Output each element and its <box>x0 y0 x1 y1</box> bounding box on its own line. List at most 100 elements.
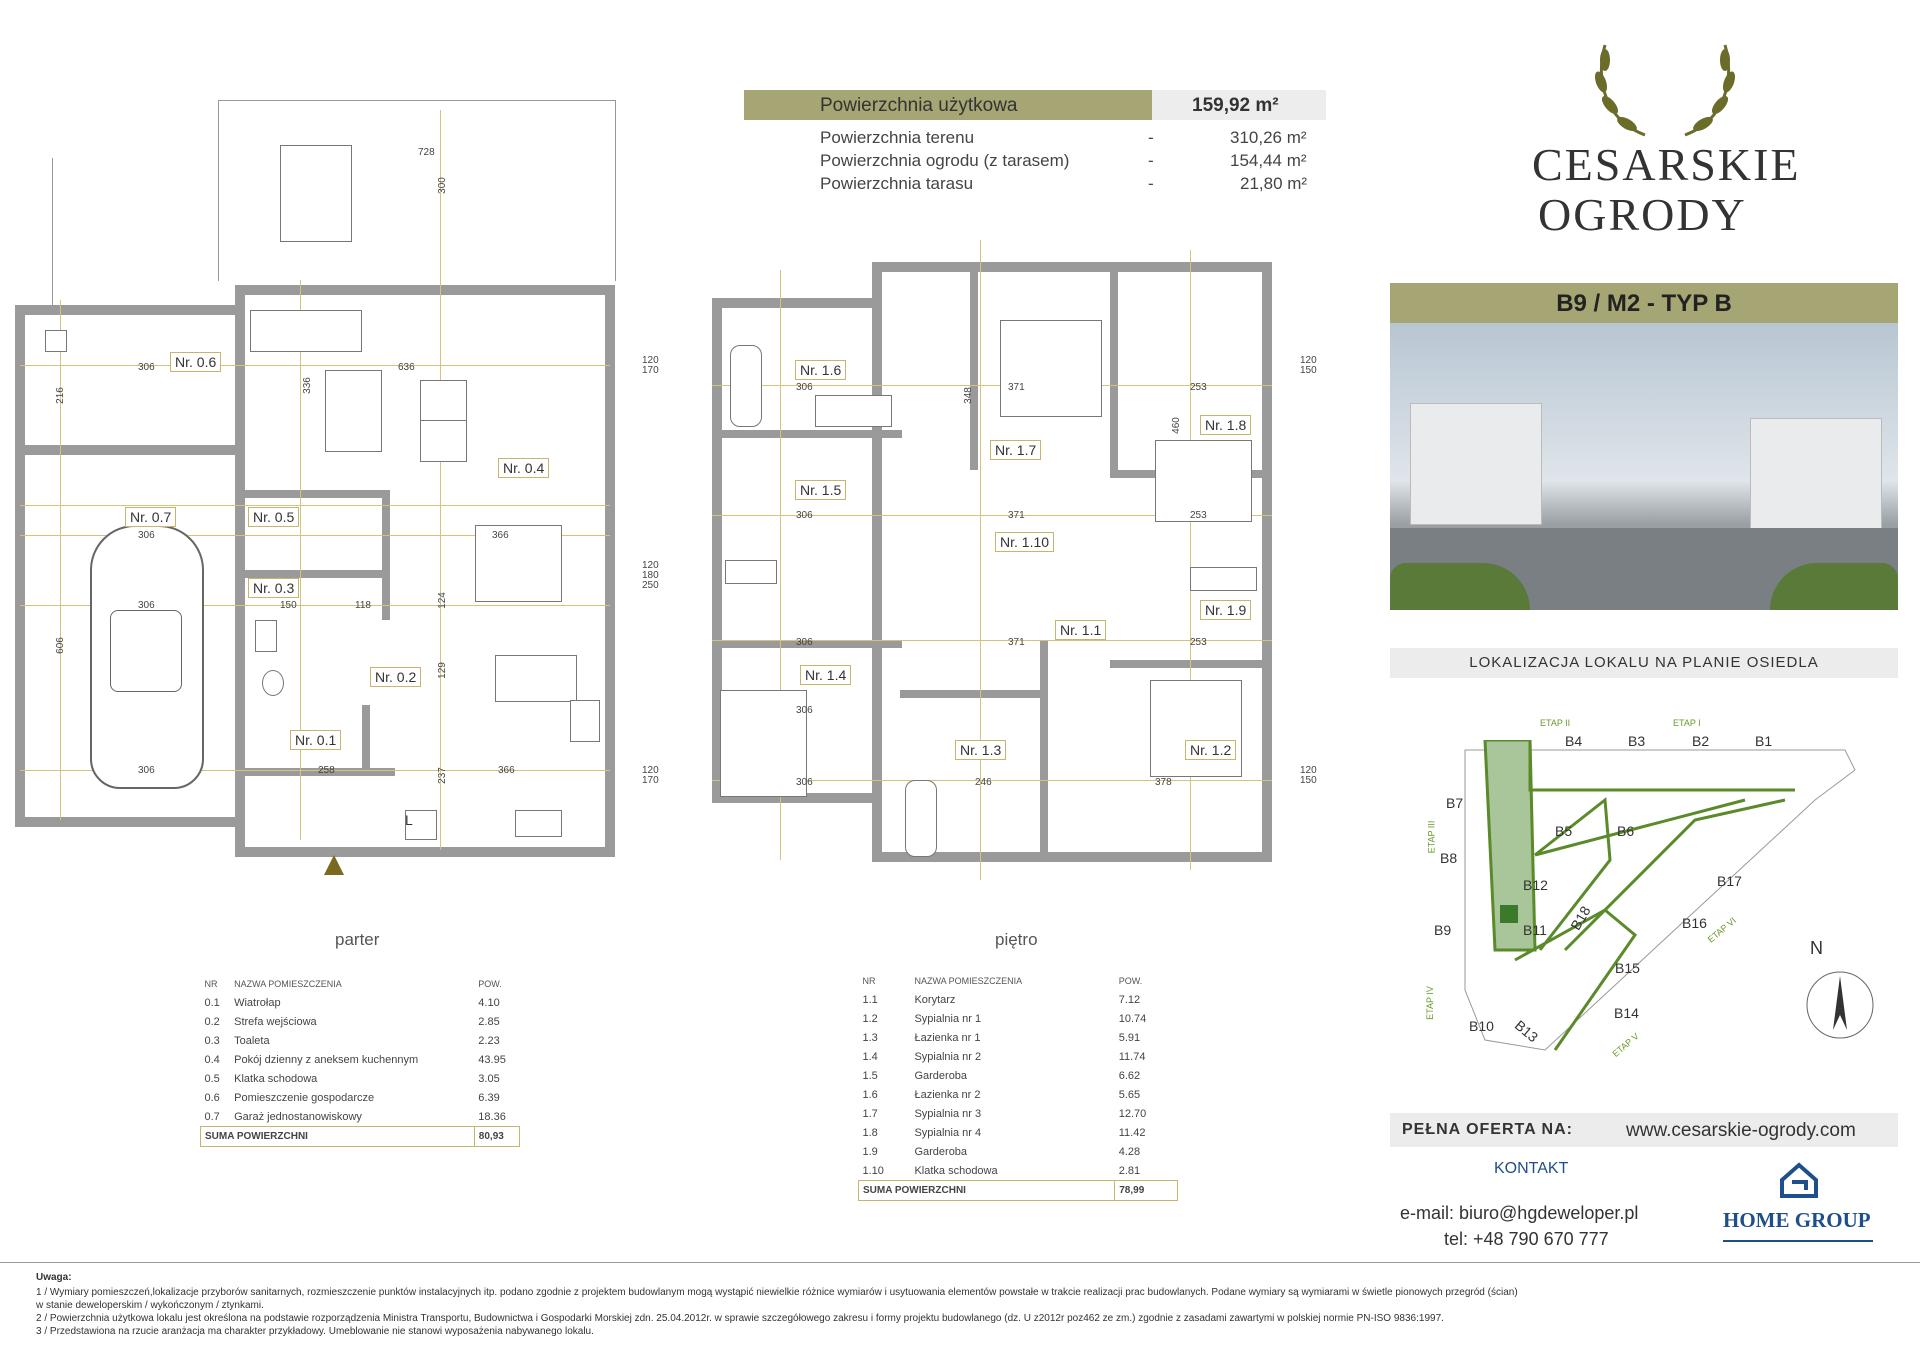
unit-title: B9 / M2 - TYP B <box>1556 290 1732 317</box>
dimension-label: 129 <box>436 662 448 679</box>
kitchen-island <box>495 655 577 702</box>
house-walls-right <box>872 262 1272 862</box>
dimension-label: 246 <box>975 777 992 788</box>
dimension-label: 253 <box>1190 382 1207 393</box>
sink <box>515 810 562 837</box>
wall-divider <box>362 705 370 775</box>
room-label: Nr. 1.3 <box>955 740 1007 760</box>
room-label: Nr. 0.3 <box>248 578 300 598</box>
notes-title: Uwaga: <box>36 1272 72 1283</box>
utility-fixture <box>45 330 67 352</box>
website-link[interactable]: www.cesarskie-ogrody.com <box>1626 1120 1856 1141</box>
dimension-label: 118 <box>355 600 371 611</box>
car-roof <box>110 610 182 692</box>
room-label: Nr. 1.8 <box>1200 415 1252 435</box>
area-row-label: Powierzchnia ogrodu (z tarasem) <box>820 151 1070 170</box>
dining-table <box>475 525 562 602</box>
wall-divider <box>235 490 390 498</box>
sofa <box>250 310 362 352</box>
wall-divider <box>1040 640 1048 855</box>
room-label: Nr. 0.4 <box>498 458 550 478</box>
note-line: 1 / Wymiary pomieszczeń,lokalizacje przy… <box>36 1287 1518 1298</box>
dimension-label: 250 <box>642 580 659 591</box>
utility-box <box>405 810 437 840</box>
dimension-label: 336 <box>301 377 313 394</box>
wall-divider <box>382 490 390 620</box>
armchair <box>420 420 467 462</box>
phone-link[interactable]: tel: +48 790 670 777 <box>1444 1229 1609 1249</box>
room-label: Nr. 1.6 <box>795 360 847 380</box>
dimension-label: 237 <box>436 767 448 784</box>
room-label: Nr. 0.7 <box>125 507 177 527</box>
dimension-label: 306 <box>138 600 155 611</box>
double-sink <box>815 395 892 427</box>
area-summary-header: Powierzchnia użytkowa 159,92 m² <box>744 90 1326 120</box>
greenery-render <box>1770 563 1898 610</box>
logo-line1: CESARSKIE <box>1532 139 1801 190</box>
compass-icon <box>1806 971 1874 1039</box>
toilet <box>262 670 284 696</box>
building-label: B4 <box>1565 733 1583 749</box>
building-label: B12 <box>1523 877 1548 893</box>
dimension-label: 216 <box>54 387 66 404</box>
bed <box>1155 440 1252 522</box>
building-label: B11 <box>1523 922 1547 938</box>
room-label: Nr. 1.4 <box>800 665 852 685</box>
dimension-label: 170 <box>642 365 659 376</box>
etap-label: ETAP IV <box>1424 986 1435 1020</box>
room-label: Nr. 1.9 <box>1200 600 1252 620</box>
dimension-label: 366 <box>498 765 515 776</box>
house-render <box>1410 403 1542 525</box>
company-name: HOME GROUP <box>1723 1208 1871 1232</box>
wall-divider <box>1110 660 1265 668</box>
entrance-arrow-icon <box>324 855 344 875</box>
home-group-logo-icon <box>1780 1162 1818 1198</box>
dimension-label: 371 <box>1008 382 1025 393</box>
room-label: Nr. 0.5 <box>248 507 300 527</box>
car-icon <box>90 525 204 789</box>
wall-divider <box>235 570 390 578</box>
dimension-label: 606 <box>54 637 66 654</box>
bathtub <box>730 345 762 427</box>
house-render <box>1750 418 1882 530</box>
room-label: Nr. 0.6 <box>170 352 222 372</box>
room-label: Nr. 1.5 <box>795 480 847 500</box>
contact-label: KONTAKT <box>1494 1160 1569 1177</box>
wall-divider <box>235 768 395 776</box>
armchair <box>325 370 382 452</box>
dimension-label: 170 <box>642 775 659 786</box>
room-label: Nr. 0.2 <box>370 667 422 687</box>
room-label: Nr. 1.7 <box>990 440 1042 460</box>
unit-title-bar: B9 / M2 - TYP B <box>1390 283 1898 323</box>
wardrobe <box>725 560 777 584</box>
email-link[interactable]: e-mail: biuro@hgdeweloper.pl <box>1400 1203 1639 1223</box>
area-row-label: Powierzchnia terenu <box>820 128 975 147</box>
building-label: B15 <box>1615 960 1640 976</box>
wash-basin <box>255 620 277 652</box>
dimension-label: 120 <box>1300 765 1317 776</box>
dimension-label: 306 <box>796 777 813 788</box>
etap-label: ETAP II <box>1540 718 1571 728</box>
area-row-label: Powierzchnia tarasu <box>820 174 974 193</box>
area-row-dash: - <box>1148 151 1154 170</box>
area-row-dash: - <box>1148 174 1154 193</box>
location-title-bar: LOKALIZACJA LOKALU NA PLANIE OSIEDLA <box>1390 648 1898 678</box>
armchair <box>420 380 467 427</box>
building-label: B8 <box>1440 850 1458 866</box>
dimension-label: 150 <box>1300 365 1317 376</box>
utility-marker: L <box>405 812 413 828</box>
wall-divider <box>970 270 978 470</box>
bed <box>720 690 807 797</box>
area-row-value: 154,44 m² <box>1230 151 1307 170</box>
